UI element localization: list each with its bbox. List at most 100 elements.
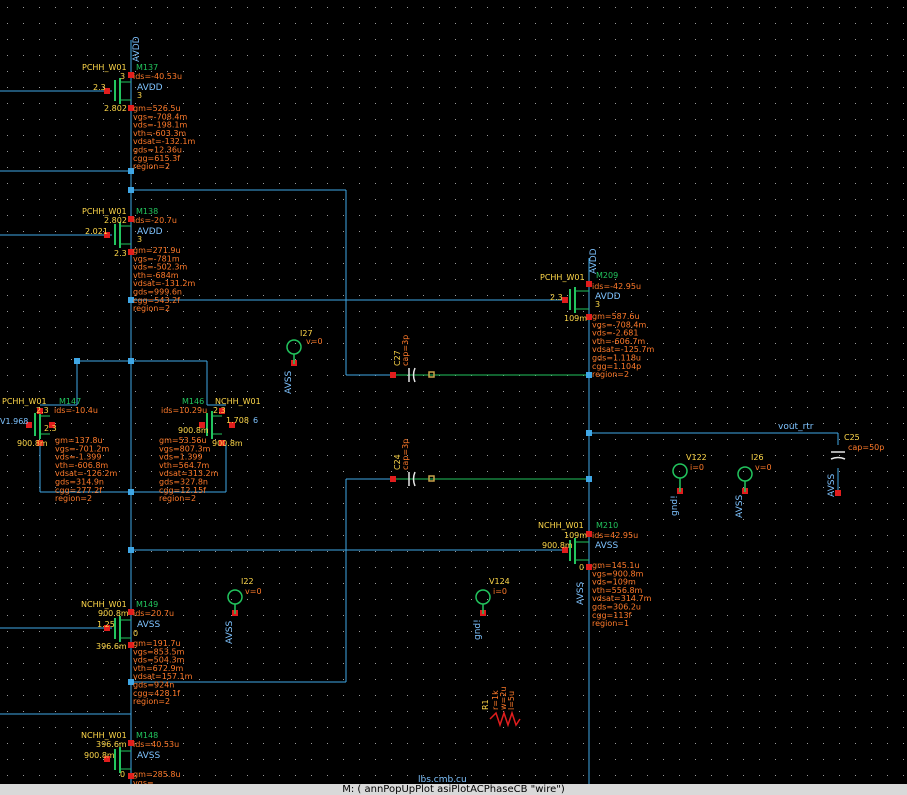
annotation-text: ids=42.95u — [592, 531, 638, 540]
operating-point-param: vth=556.8m — [592, 586, 643, 595]
device-model: PCHH_W01 — [2, 397, 47, 406]
cap-wires[interactable] — [393, 374, 589, 480]
cap-name: C25 — [844, 433, 860, 442]
capacitor-plates[interactable] — [408, 367, 846, 487]
operating-point-param: vth=-603.3m — [133, 129, 186, 138]
operating-point-param: gds=924n — [133, 681, 174, 690]
annotation-text: 109m — [564, 531, 587, 540]
device-model: NCHH_W01 — [538, 521, 584, 530]
cap-name: C27 — [393, 350, 402, 366]
annotation-text: 900.8m — [84, 751, 115, 760]
operating-point-param: cgg=277.2f — [55, 486, 102, 495]
annotation-text: ids=-20.7u — [133, 216, 177, 225]
device-model: PCHH_W01 — [82, 63, 127, 72]
annotation-text: 900.8m — [542, 541, 573, 550]
annotation-text: 2.3 — [93, 83, 106, 92]
net-vout: vout_rtr — [778, 422, 814, 432]
annotation-text: 2.3 — [36, 406, 49, 415]
source-value: v=0 — [306, 337, 323, 346]
bulk-net: AVSS — [137, 751, 160, 761]
operating-point-param: region=2 — [55, 494, 92, 503]
annotation-text: 3 — [595, 300, 600, 309]
annotation-text: ids=20.7u — [133, 609, 174, 618]
resistor-param: l=5u — [507, 691, 516, 710]
operating-point-param: region=2 — [592, 370, 629, 379]
annotation-text: 2.3 — [44, 424, 57, 433]
operating-point-param: cgg=428.1f — [133, 689, 180, 698]
operating-point-param: vth=672.9m — [133, 664, 184, 673]
annotation-text: 1.25 — [97, 620, 115, 629]
annotation-text: 396.6m — [96, 642, 127, 651]
annotation-text: 3 — [137, 91, 142, 100]
net-avss: AVSS — [827, 474, 837, 497]
operating-point-param: gm=53.56u — [159, 436, 207, 445]
device-instance: M148 — [136, 731, 158, 740]
annotation-text: 396.6m — [96, 740, 127, 749]
operating-point-param: vgs=-781m — [133, 254, 180, 263]
device-instance: M146 — [182, 397, 204, 406]
operating-point-param: vdsat=-125.7m — [592, 345, 655, 354]
device-model: NCHH_W01 — [81, 731, 127, 740]
device-model: NCHH_W01 — [215, 397, 261, 406]
operating-point-param: vds=-1.399 — [55, 453, 101, 462]
operating-point-param: cgg=113f — [592, 611, 632, 620]
current-sources[interactable] — [227, 339, 753, 614]
bulk-net: AVDD — [595, 292, 621, 302]
cap-value: cap=3p — [401, 439, 410, 470]
operating-point-param: gds=314.9n — [55, 478, 104, 487]
annotation-text: 109m — [564, 314, 587, 323]
operating-point-param: region=2 — [133, 162, 170, 171]
operating-point-param: vds=504.3m — [133, 656, 185, 665]
operating-point-param: gm=271.9u — [133, 246, 181, 255]
operating-point-param: vds=1.399 — [159, 453, 203, 462]
source-name: I26 — [751, 453, 764, 462]
source-name: V122 — [686, 453, 707, 462]
operating-point-param: gds=306.2u — [592, 603, 641, 612]
operating-point-param: vth=564.7m — [159, 461, 210, 470]
source-name: I22 — [241, 577, 254, 586]
source-name: I27 — [300, 329, 313, 338]
operating-point-param: gds=1.118u — [592, 354, 641, 363]
operating-point-param: gm=526.5u — [133, 104, 181, 113]
operating-point-param: vth=-606.8m — [55, 461, 108, 470]
transistor-leads — [40, 81, 589, 770]
operating-point-param: cgg=543.2f — [133, 296, 180, 305]
device-instance: M210 — [596, 521, 618, 530]
annotation-text: 2.3 — [114, 249, 127, 258]
junctions — [74, 168, 592, 685]
source-value: v=0 — [245, 587, 262, 596]
annotation-text: 1.708 — [226, 416, 249, 425]
status-bar: M: ( annPopUpPlot asiPlotACPhaseCB "wire… — [0, 784, 907, 795]
bulk-net: AVSS — [137, 620, 160, 630]
resistor-r1[interactable] — [489, 710, 521, 728]
net-avss: AVSS — [576, 582, 586, 605]
resistor-param: w=2u — [499, 687, 508, 710]
annotation-text: 2.021 — [85, 227, 108, 236]
annotation-text: ids=-40.53u — [133, 72, 182, 81]
annotation-text: 900.8m — [178, 426, 209, 435]
device-model: PCHH_W01 — [540, 273, 585, 282]
operating-point-param: cgg=1.104p — [592, 362, 641, 371]
annotation-text: 0 — [133, 629, 138, 638]
net-avss: AVSS — [284, 371, 294, 394]
annotation-text: 3 — [120, 72, 125, 81]
bulk-net: AVDD — [137, 83, 163, 93]
device-instance: M149 — [136, 600, 158, 609]
operating-point-param: vgs=-708.4m — [133, 112, 187, 121]
annotation-text: 2.802 — [104, 216, 127, 225]
operating-point-param: vdsat=-126.2m — [55, 469, 118, 478]
operating-point-param: vds=-2.681 — [592, 329, 638, 338]
net-gnd: gnd! — [473, 619, 483, 640]
operating-point-param: region=2 — [133, 304, 170, 313]
operating-point-param: vgs=-701.2m — [55, 444, 109, 453]
net-avdd: AVDD — [132, 36, 142, 62]
device-model: PCHH_W01 — [82, 207, 127, 216]
annotation-text: ids=10.29u — [161, 406, 207, 415]
operating-point-param: vdsat=314.7m — [592, 594, 652, 603]
annotation-text: 2.3 — [550, 293, 563, 302]
operating-point-param: vgs=900.8m — [592, 569, 644, 578]
